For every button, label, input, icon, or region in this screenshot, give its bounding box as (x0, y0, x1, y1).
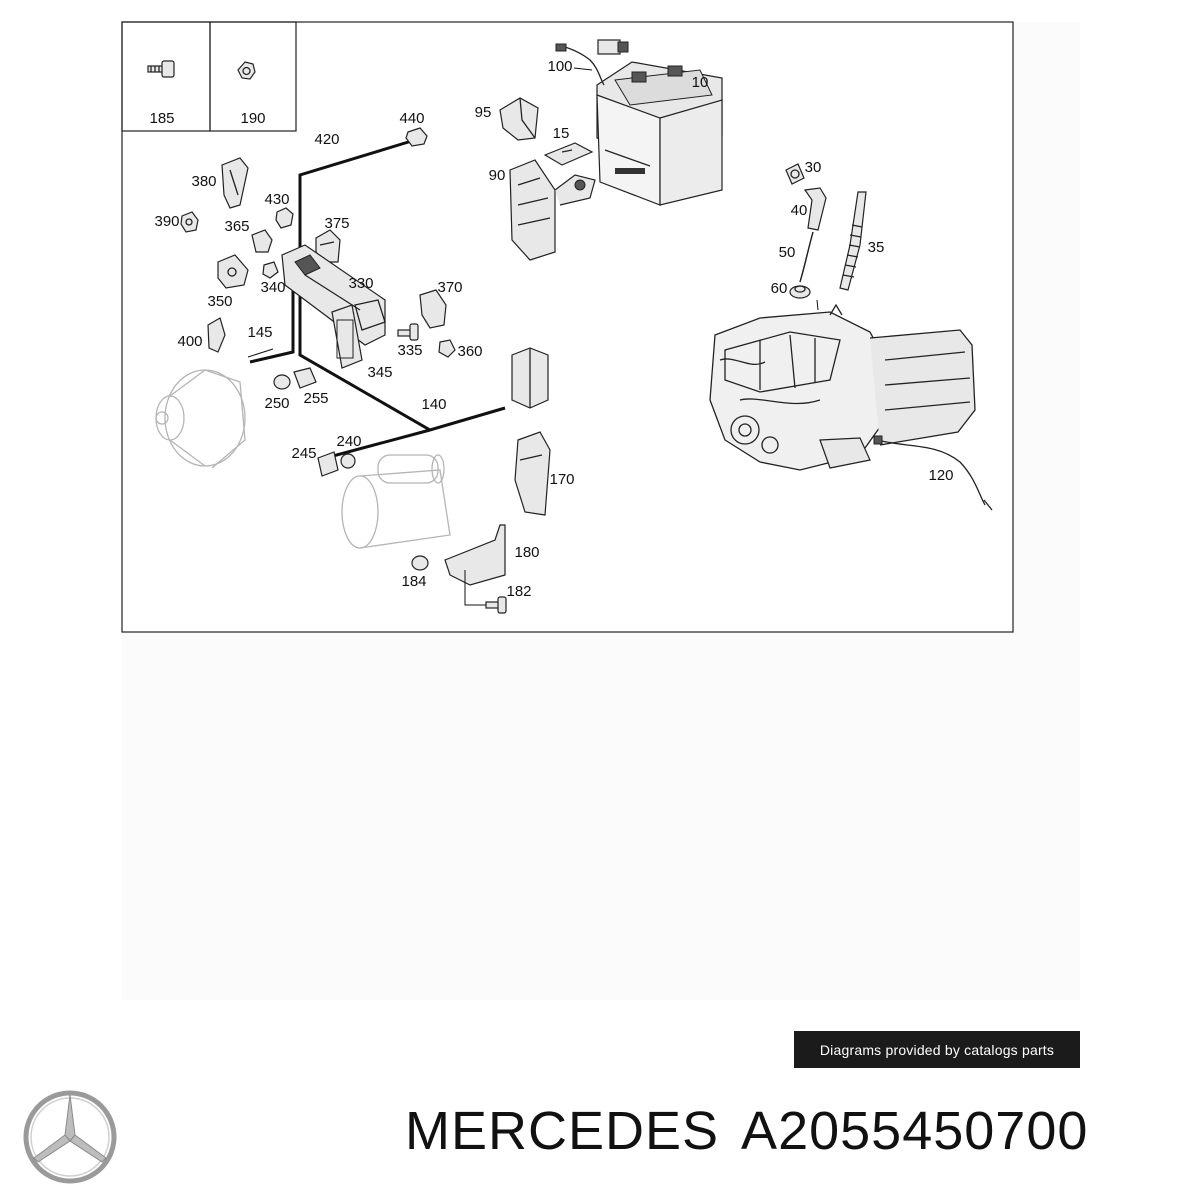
nut-390 (180, 211, 199, 233)
cover-box (511, 347, 549, 409)
callout: 255 (303, 390, 328, 407)
callout: 120 (928, 467, 953, 484)
battery-icon (596, 61, 723, 206)
starter-outline (341, 454, 451, 549)
parts-diagram: 185 190 100 10 440 95 15 420 90 30 380 4… (121, 21, 1014, 633)
module-345 (331, 304, 363, 369)
leader-lines (247, 67, 819, 606)
callout: 100 (547, 58, 572, 75)
callout: 400 (177, 333, 202, 350)
cap-245 (317, 451, 339, 477)
bolt-icon (147, 60, 175, 78)
inset-boxes (121, 21, 297, 132)
callout: 335 (397, 342, 422, 359)
cover-370 (419, 289, 447, 329)
callout: 184 (401, 573, 426, 590)
callout: 180 (514, 544, 539, 561)
nut-icon (237, 61, 256, 80)
bracket-180 (444, 524, 506, 586)
callout: 375 (324, 215, 349, 232)
product-title: MERCEDES A2055450700 (405, 1104, 1088, 1158)
diagram-source-caption: Diagrams provided by catalogs parts (794, 1031, 1080, 1068)
callout: 140 (421, 396, 446, 413)
callout: 40 (791, 202, 808, 219)
bolt-335 (397, 323, 419, 341)
nut-440 (405, 127, 428, 147)
grommet-30 (785, 163, 805, 185)
callout: 30 (805, 159, 822, 176)
callout: 90 (489, 167, 506, 184)
alternator-outline (155, 369, 246, 469)
corrugated-hose-35 (839, 191, 867, 291)
vent-tube-50-inner (799, 231, 814, 283)
bracket-380 (221, 157, 249, 209)
fuse-box-90 (509, 159, 596, 261)
callout: 145 (247, 324, 272, 341)
callout: 50 (779, 244, 796, 261)
callout: 60 (771, 280, 788, 297)
callout: 360 (457, 343, 482, 360)
nut-430 (275, 207, 294, 229)
distribution-block-330 (281, 244, 386, 346)
part-number: A2055450700 (741, 1101, 1089, 1161)
inset-label: 185 (149, 110, 174, 127)
callout: 245 (291, 445, 316, 462)
callout: 170 (549, 471, 574, 488)
callout: 345 (367, 364, 392, 381)
inset-label: 190 (240, 110, 265, 127)
bracket-400 (207, 317, 226, 353)
terminal-350 (217, 254, 249, 289)
callout: 15 (553, 125, 570, 142)
callout: 440 (399, 110, 424, 127)
callout: 370 (437, 279, 462, 296)
callout-labels: 185 190 100 10 440 95 15 420 90 30 380 4… (149, 58, 953, 600)
callout: 350 (207, 293, 232, 310)
callout: 182 (506, 583, 531, 600)
callout: 390 (154, 213, 179, 230)
vent-elbow-40 (803, 187, 827, 231)
engine-assembly-icon (709, 303, 976, 471)
callout: 330 (348, 275, 373, 292)
bracket-170 (514, 431, 551, 516)
callout: 10 (692, 74, 709, 91)
callout: 430 (264, 191, 289, 208)
callout: 420 (314, 131, 339, 148)
nut-360 (438, 339, 456, 358)
callout: 380 (191, 173, 216, 190)
callout: 35 (868, 239, 885, 256)
callout: 365 (224, 218, 249, 235)
grommet-60 (789, 285, 811, 299)
label-plate-15 (543, 142, 594, 166)
ground-strap-120 (873, 435, 993, 511)
diagram-frame (121, 21, 1014, 633)
nut-184 (411, 555, 429, 571)
nut-250 (273, 374, 291, 390)
terminal-cover-95 (499, 97, 539, 141)
battery-cable-100 (555, 39, 629, 86)
nut-340 (262, 261, 279, 279)
terminal-365 (251, 229, 273, 253)
wiring-harness (249, 138, 506, 462)
callout: 250 (264, 395, 289, 412)
callout: 95 (475, 104, 492, 121)
cap-255 (293, 367, 317, 389)
nut-240 (340, 453, 356, 469)
brand-name: MERCEDES (405, 1101, 720, 1161)
callout: 240 (336, 433, 361, 450)
callout: 340 (260, 279, 285, 296)
mercedes-star-icon (23, 1090, 117, 1184)
